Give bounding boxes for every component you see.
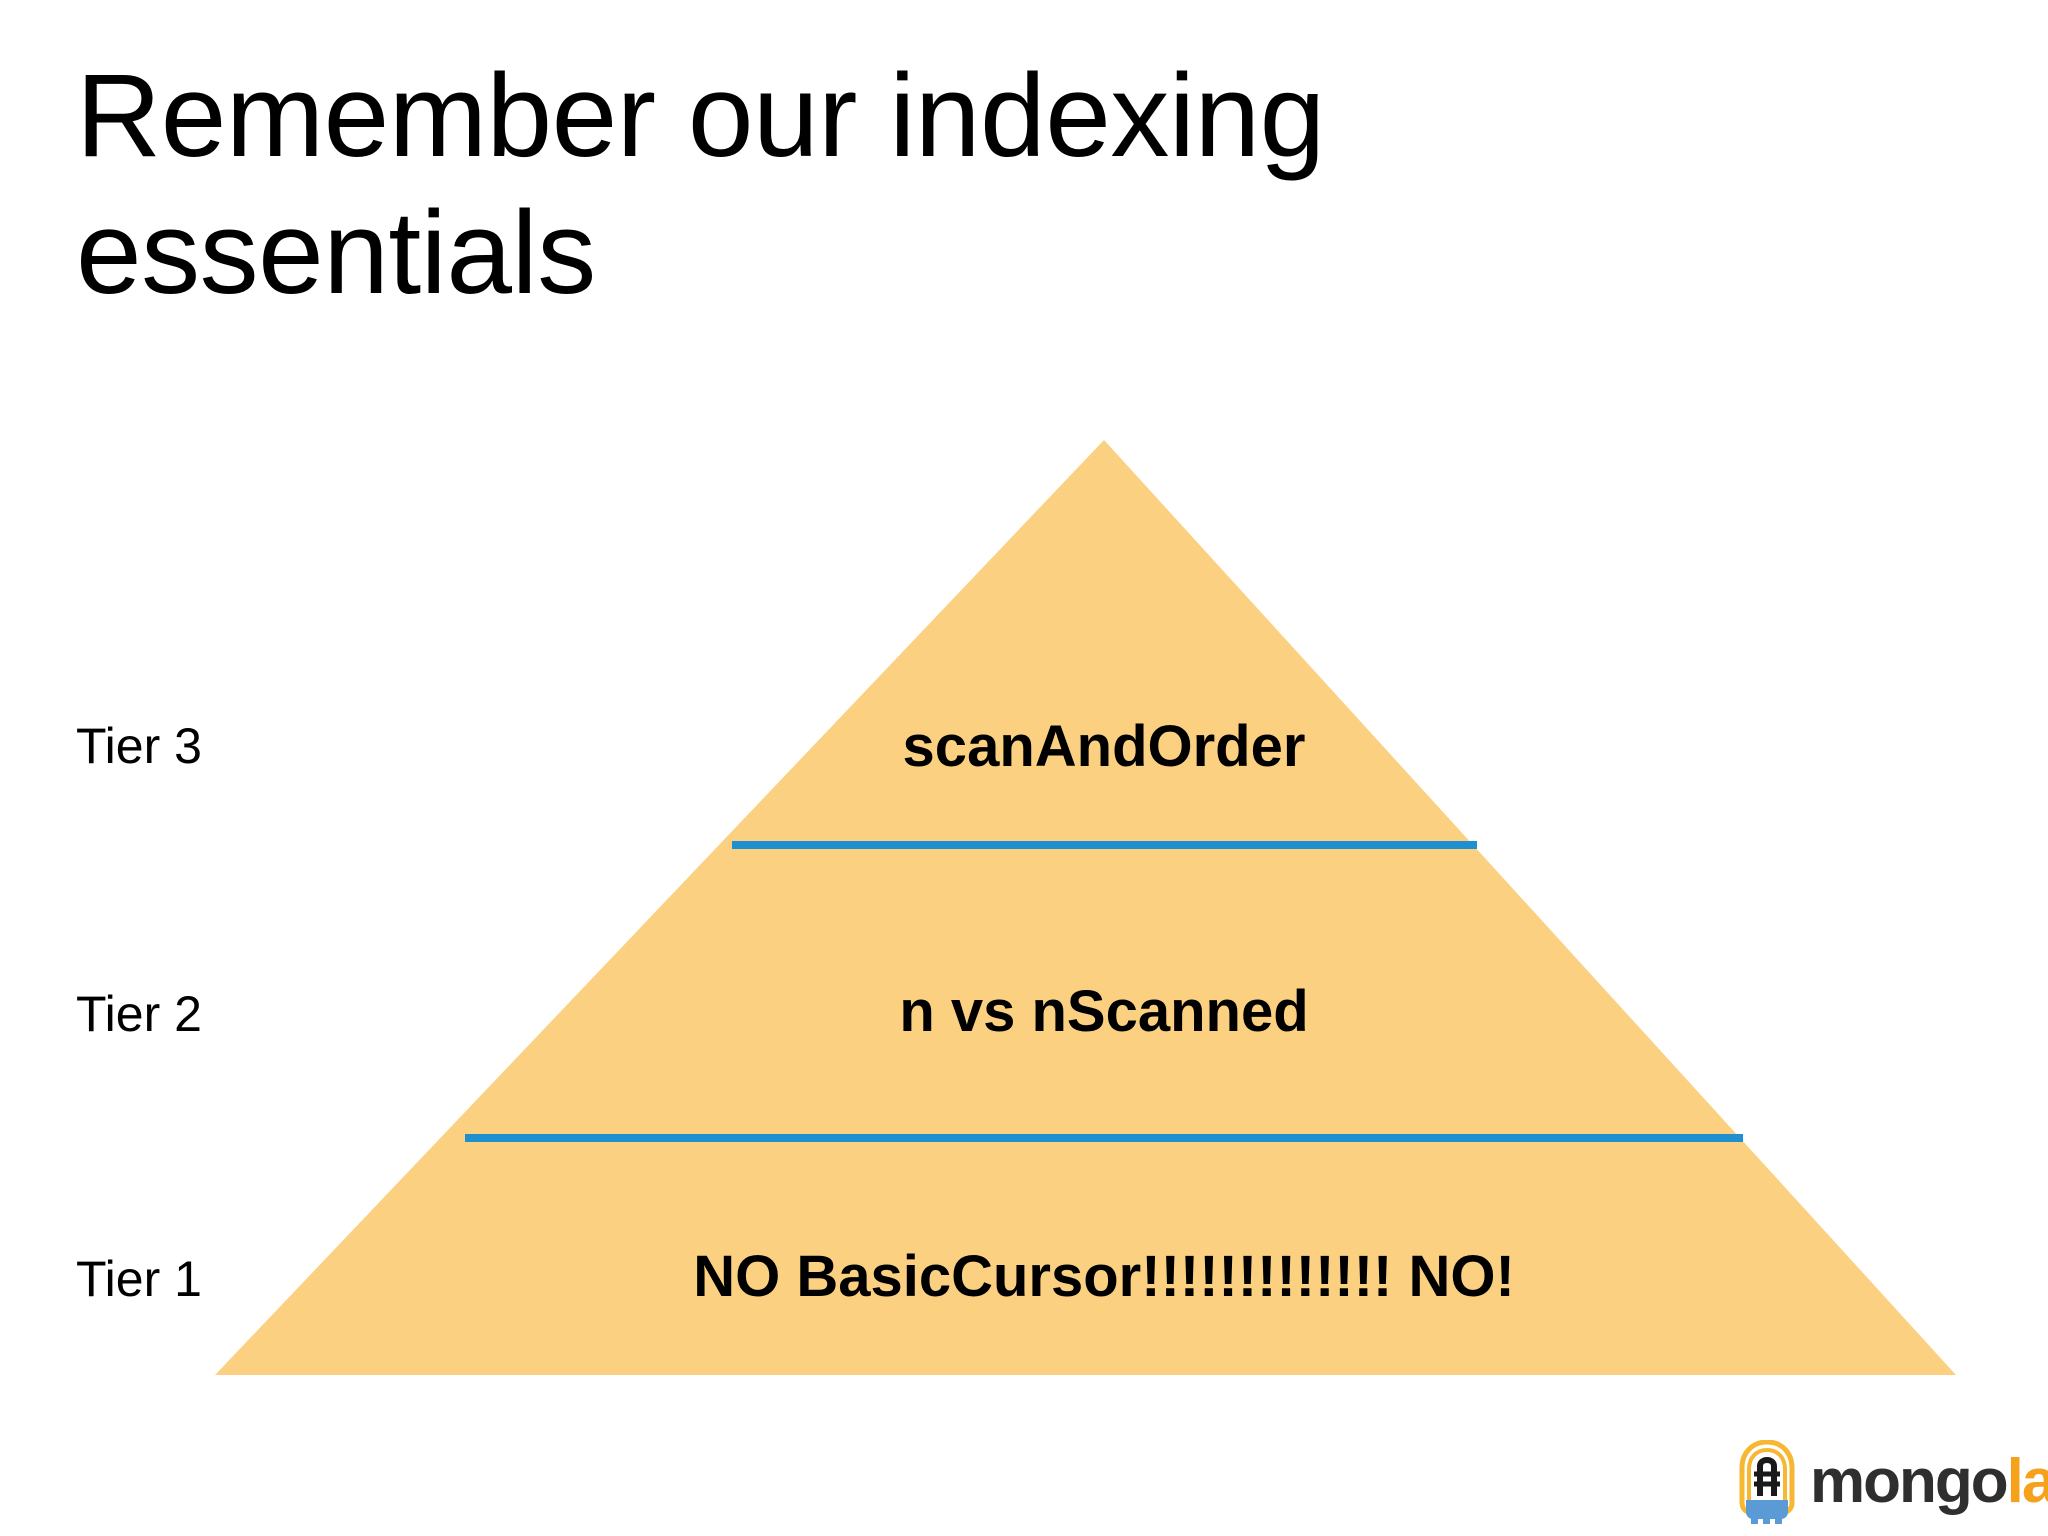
mongolab-logo: mongolab bbox=[1738, 1440, 2048, 1524]
bulb-icon bbox=[1739, 1440, 1795, 1524]
tier-3-text: scanAndOrder bbox=[902, 714, 1306, 779]
logo-word-mongo: mongo bbox=[1810, 1447, 2009, 1516]
page-title: Remember our indexing essentials bbox=[76, 50, 1325, 319]
tier-label-3: Tier 3 bbox=[76, 718, 202, 774]
tier-label-2: Tier 2 bbox=[76, 986, 202, 1042]
logo-wordmark: mongolab bbox=[1810, 1451, 2048, 1513]
tier-label-1: Tier 1 bbox=[76, 1251, 202, 1307]
pyramid-shape bbox=[215, 440, 1956, 1375]
tier-2-text: n vs nScanned bbox=[899, 979, 1309, 1044]
tier-1-text: NO BasicCursor!!!!!!!!!!!!! NO! bbox=[693, 1244, 1515, 1309]
logo-word-lab: lab bbox=[2006, 1447, 2048, 1516]
